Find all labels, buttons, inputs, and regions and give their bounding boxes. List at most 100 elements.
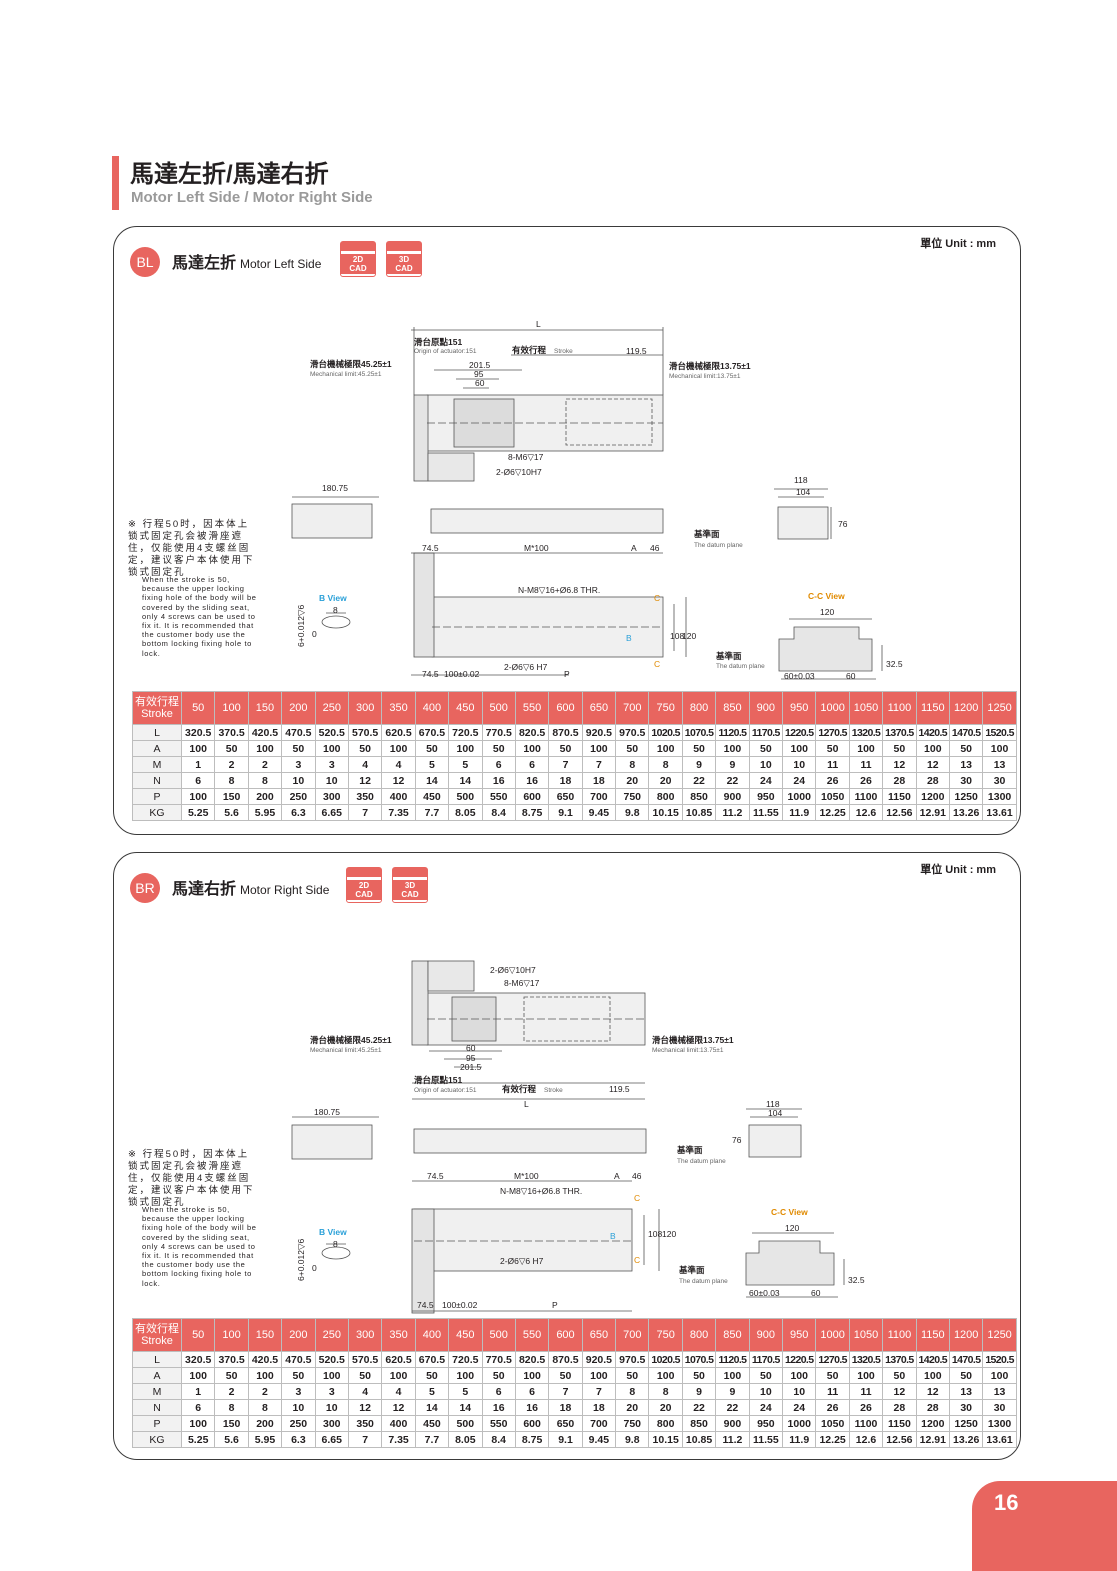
table-cell: 10 [314,1399,349,1416]
stroke-header-cell: 750 [648,691,683,725]
table-cell: 400 [381,788,416,805]
table-cell: 1000 [782,788,817,805]
table-cell: 50 [347,1367,383,1384]
dim-8: 8 [333,1239,338,1249]
stroke-header-cell: 1150 [915,1318,950,1352]
table-cell: 100 [514,740,550,757]
table-cell: 1420.5 [915,1351,950,1368]
dim-32-5: 32.5 [848,1275,865,1285]
table-cell: 50 [548,740,583,757]
table-cell: 12 [882,1383,917,1400]
dim-180-75: 180.75 [322,483,348,493]
table-cell: 100 [514,1367,550,1384]
table-cell: 9.1 [548,804,583,821]
dimension-drawing: 2-Ø6▽10H7 8-M6▽17 滑台機械極限45.25±1 Mechanic… [291,960,865,1314]
table-cell: 5 [448,1383,483,1400]
table-cell: 18 [581,772,617,789]
cc-view-title: C-C View [808,591,845,601]
table-cell: 10 [782,756,817,773]
dim-m100: M*100 [514,1171,539,1181]
stroke-header-cell: 450 [448,1318,483,1352]
table-cell: 100 [848,1367,884,1384]
table-cell: 100 [915,1367,950,1384]
table-cell: 8 [214,772,249,789]
dim-119-5: 119.5 [609,1084,630,1094]
table-cell: 12.91 [915,1431,950,1448]
cad-label: CAD [349,264,367,273]
dim-108: 108 [648,1229,662,1239]
row-label: P [132,788,182,805]
table-cell: 22 [681,772,717,789]
table-cell: 7 [581,1383,617,1400]
table-cell: 100 [180,788,216,805]
thread-m8: N-M8▽16+Ø6.8 THR. [500,1186,582,1196]
thread-m6: 8-M6▽17 [508,452,544,462]
pin-hole-10h7: 2-Ø6▽10H7 [496,467,542,477]
table-cell: 2 [214,1383,249,1400]
table-cell: 1150 [882,788,917,805]
dim-A: A [614,1171,620,1181]
stroke-header-cell: 100 [214,691,249,725]
stroke-header-cell: 950 [782,1318,817,1352]
stroke-header-cell: 500 [481,1318,516,1352]
dimension-drawing: L 滑台原點151 Origin of actuator:151 有效行程 St… [291,319,903,681]
table-cell: 50 [681,1367,717,1384]
table-cell: 8 [214,1399,249,1416]
origin-label-zh: 滑台原點151 [414,337,462,347]
table-cell: 16 [514,1399,550,1416]
table-cell: 9 [681,1383,717,1400]
table-cell: 28 [882,772,917,789]
table-cell: 8 [648,756,683,773]
table-cell: 7.35 [381,1431,416,1448]
table-cell: 8.05 [448,804,483,821]
table-cell: 30 [948,1399,984,1416]
table-cell: 9 [715,1383,750,1400]
stroke-header-cell: 950 [782,691,817,725]
page-subtitle: Motor Left Side / Motor Right Side [131,189,373,206]
table-cell: 9 [681,756,717,773]
table-cell: 1200 [915,1415,950,1432]
table-cell: 1120.5 [715,1351,750,1368]
stroke-header-cell: 900 [748,1318,784,1352]
table-cell: 970.5 [615,724,650,741]
stroke-header-cell: 750 [648,1318,683,1352]
section-title-zh: 馬達左折 [172,255,237,272]
stroke-header-cell: 650 [581,691,617,725]
stroke-header-cell: 200 [281,691,316,725]
table-cell: 12 [347,1399,383,1416]
stroke-header-cell: 50 [180,1318,216,1352]
table-cell: 6 [481,756,516,773]
table-cell: 20 [615,772,650,789]
dim-60: 60 [475,378,485,388]
table-cell: 1000 [782,1415,817,1432]
dim-95: 95 [466,1053,476,1063]
cad-2d-label: 2D [358,881,370,890]
dim-60: 60 [466,1043,476,1053]
table-cell: 1520.5 [982,724,1017,741]
table-cell: 12.6 [848,804,884,821]
cc-section-view [778,626,873,672]
table-cell: 11.9 [782,804,817,821]
cad-label: CAD [401,890,419,899]
table-cell: 1 [180,1383,216,1400]
table-cell: 950 [748,1415,784,1432]
stroke-header-cell: 1100 [882,691,917,725]
stroke-note-en: When the stroke is 50, because the upper… [142,575,257,658]
page-title: 馬達左折/馬達右折 [130,161,329,188]
table-cell: 100 [648,1367,683,1384]
table-cell: 7 [347,1431,383,1448]
table-cell: 3 [314,756,349,773]
pin-hole-6h7: 2-Ø6▽6 H7 [504,662,548,672]
stroke-header-cell: 650 [581,1318,617,1352]
motor-block [411,960,429,1046]
table-cell: 720.5 [448,724,483,741]
table-cell: 50 [414,740,450,757]
table-cell: 700 [581,1415,617,1432]
table-cell: 9 [715,756,750,773]
table-cell: 870.5 [548,724,583,741]
